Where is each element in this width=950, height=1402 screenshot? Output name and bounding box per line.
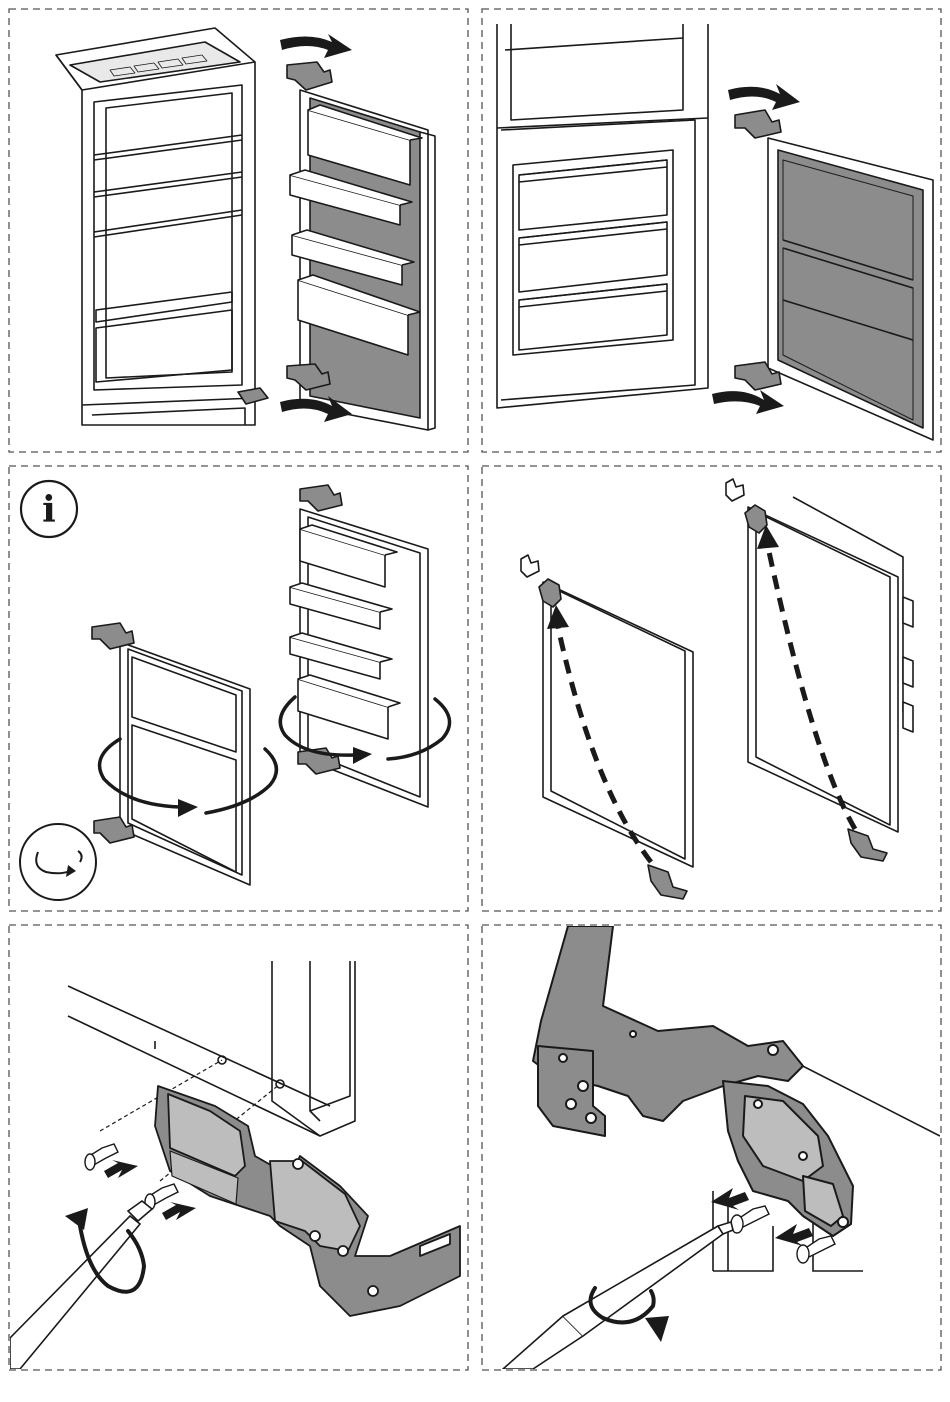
info-glyph: i (42, 489, 56, 531)
step-2-panel (483, 10, 940, 451)
screw-icon (731, 1206, 769, 1233)
hinge-screw-in-illustration (483, 926, 940, 1369)
freezer-door-removal-illustration (483, 10, 940, 451)
rotate-icon (20, 824, 96, 900)
arrow-right-icon (712, 390, 784, 414)
step-1-panel (10, 10, 467, 451)
info-icon: i (21, 481, 77, 537)
screwdriver-icon (503, 1222, 733, 1369)
arrow-right-icon (728, 84, 800, 110)
step-3-panel: i (10, 467, 467, 910)
arrow-down-left-icon (104, 1160, 138, 1178)
step-5-panel (10, 926, 467, 1369)
step-6-panel (483, 926, 940, 1369)
screw-icon (797, 1236, 835, 1263)
arrow-right-icon (280, 34, 352, 58)
fridge-door-removal-illustration (10, 10, 467, 451)
arrow-up-right-icon (775, 1224, 813, 1246)
arrow-down-left-icon (162, 1202, 196, 1220)
step-4-panel (483, 467, 940, 910)
hinge-refit-illustration (483, 467, 940, 910)
screw-icon (145, 1184, 178, 1210)
arrow-up-right-icon (711, 1188, 749, 1210)
doors-rotate-illustration: i (10, 467, 467, 910)
hinge-unscrew-illustration (10, 926, 467, 1369)
